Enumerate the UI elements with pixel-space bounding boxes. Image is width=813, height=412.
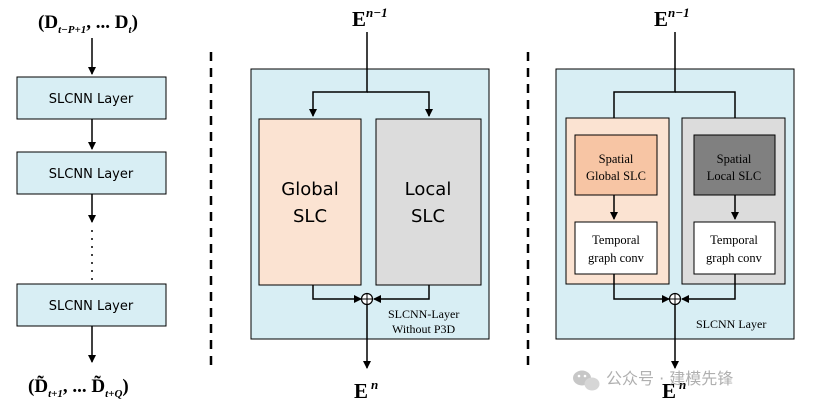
slcnn-layer-label-3: SLCNN Layer <box>49 299 134 314</box>
temporal-graph-conv-global-box <box>574 221 658 275</box>
watermark-text: 公众号 · 建模先锋 <box>606 369 733 388</box>
middle-caption-line1: SLCNN-Layer <box>388 307 459 321</box>
wechat-icon <box>573 370 600 391</box>
right-input-label: En−1 <box>654 5 690 31</box>
left-column: (Dt−P+1, ... Dt) SLCNN Layer SLCNN Layer… <box>16 12 167 400</box>
spatial-global-line2: Global SLC <box>586 169 646 183</box>
local-slc-line1: Local <box>405 179 452 200</box>
temporal-graph-conv-local-box <box>693 221 776 275</box>
slcnn-layer-box-2 <box>16 151 167 195</box>
right-panel: En−1 Spatial Global SLC Spatial Local SL… <box>555 5 795 403</box>
spatial-local-line2: Local SLC <box>707 169 762 183</box>
middle-caption-line2: Without P3D <box>392 322 456 336</box>
local-slc-box <box>375 118 482 286</box>
temporal-local-line1: Temporal <box>710 233 758 247</box>
spatial-global-line1: Spatial <box>599 152 634 166</box>
local-slc-line2: SLC <box>411 206 445 227</box>
middle-panel: En−1 Global SLC Local SLC SLCNN-Layer Wi… <box>250 5 490 403</box>
output-sequence-label: (D̃t+1, ... D̃t+Q) <box>28 376 129 400</box>
right-caption: SLCNN Layer <box>696 317 766 331</box>
global-slc-box <box>258 118 362 286</box>
temporal-global-line1: Temporal <box>592 233 640 247</box>
spatial-local-slc-box <box>693 134 776 196</box>
spatial-local-line1: Spatial <box>717 152 752 166</box>
slcnn-layer-box-3 <box>16 283 167 327</box>
global-slc-line1: Global <box>281 179 338 200</box>
slcnn-layer-label-2: SLCNN Layer <box>49 167 134 182</box>
global-slc-line2: SLC <box>293 206 327 227</box>
middle-input-label: En−1 <box>352 5 388 31</box>
watermark: 公众号 · 建模先锋 <box>573 369 733 391</box>
slcnn-layer-label-1: SLCNN Layer <box>49 92 134 107</box>
input-sequence-label: (Dt−P+1, ... Dt) <box>38 12 138 36</box>
temporal-local-line2: graph conv <box>706 251 763 265</box>
spatial-global-slc-box <box>574 134 658 196</box>
temporal-global-line2: graph conv <box>588 251 645 265</box>
